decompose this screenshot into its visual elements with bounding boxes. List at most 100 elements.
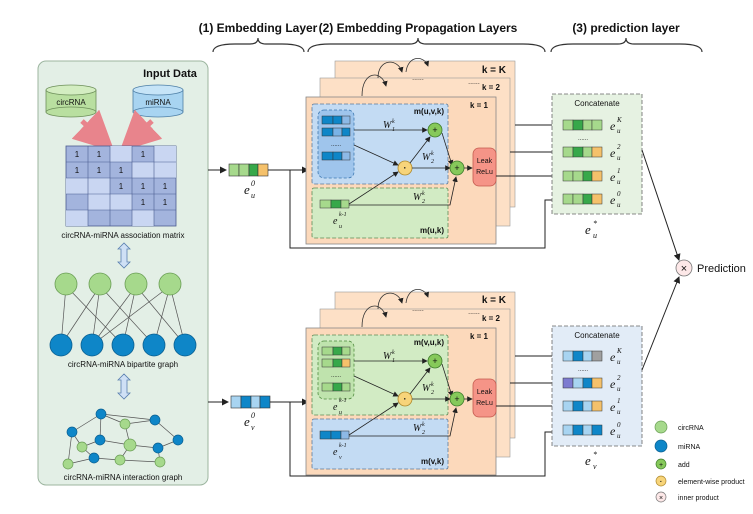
svg-text:......: ...... [468,309,480,316]
svg-text:k: k [431,151,434,157]
svg-text:1: 1 [617,167,621,175]
matrix-cell: 1 [141,182,146,191]
top-propagation-stack: k = K ...... k = 2 k = 1 ...... m(u,v,k)… [305,58,516,245]
svg-text:W: W [383,120,393,131]
mirna-database-icon [132,84,184,118]
svg-text:u: u [339,224,342,230]
header-propagation: (2) Embedding Propagation Layers [319,21,518,35]
svg-text:e: e [244,182,250,197]
embedding-eu0: e u 0 [228,163,269,200]
section-headers: (1) Embedding Layer (2) Embedding Propag… [199,21,703,53]
product-icon [655,475,667,487]
matrix-cell: 1 [163,182,168,191]
svg-text:e: e [610,424,616,438]
svg-text:circRNA: circRNA [678,425,704,432]
svg-text:u: u [617,385,621,393]
add-icon [655,458,667,470]
svg-text:+: + [454,163,459,173]
svg-text:e: e [333,447,338,458]
svg-text:Concatenate: Concatenate [574,331,620,340]
legend: circRNA miRNA + add · element-wise produ… [654,420,745,503]
svg-text:*: * [593,450,597,459]
svg-text:miRNA: miRNA [678,444,700,451]
svg-text:v: v [593,462,597,471]
matrix-cell: 1 [163,198,168,207]
svg-text:e: e [610,350,616,364]
svg-text:0: 0 [617,421,621,429]
svg-text:......: ...... [578,136,588,142]
bottom-k-K: k = K [482,295,507,306]
input-data-panel: Input Data circRNA miRNA [37,60,209,486]
svg-text:K: K [616,116,622,124]
svg-text:·: · [404,163,407,173]
svg-text:k-1: k-1 [339,398,347,404]
matrix-caption: circRNA-miRNA association matrix [61,231,184,240]
svg-text:e: e [244,414,250,429]
svg-text:e: e [610,119,616,133]
svg-text:e: e [610,146,616,160]
svg-text:k: k [422,191,425,197]
svg-text:k: k [422,422,425,428]
svg-text:u: u [617,127,621,135]
svg-text:u: u [617,154,621,162]
header-embedding: (1) Embedding Layer [199,21,318,35]
prediction-node: × Prediction [641,149,746,371]
bottom-k-1: k = 1 [470,332,489,341]
svg-text:e: e [333,402,338,413]
brace-prediction [550,37,703,53]
interaction-graph [62,408,184,470]
double-arrow-icon [117,373,131,400]
svg-text:e: e [610,400,616,414]
top-k-K: k = K [482,65,507,76]
skip-connection-ev0 [289,402,561,477]
matrix-cell: 1 [141,150,146,159]
svg-text:e: e [610,170,616,184]
association-matrix: 1 1 1 1 1 1 1 1 1 1 1 [65,145,177,227]
svg-text:k-1: k-1 [339,212,347,218]
svg-text:e: e [610,193,616,207]
svg-text:×: × [659,495,663,502]
embedding-ev0: e v 0 [230,395,271,432]
svg-text:·: · [404,394,407,404]
svg-text:......: ...... [331,142,341,148]
inner-product-icon [655,491,667,503]
svg-text:2: 2 [431,159,434,165]
circrna-db-label: circRNA [56,98,86,107]
svg-text:Leak: Leak [477,158,493,165]
double-arrow-icon [117,242,131,269]
brace-propagation [307,37,546,53]
svg-text:element-wise product: element-wise product [678,479,745,486]
svg-text:K: K [616,347,622,355]
neighbor-group [317,109,355,179]
matrix-cell: 1 [75,166,80,175]
svg-text:W: W [422,383,432,394]
svg-text:......: ...... [578,367,588,373]
svg-text:v: v [251,423,255,432]
svg-text:e: e [585,453,591,468]
svg-text:e: e [610,377,616,391]
svg-text:u: u [617,178,621,186]
top-k-1: k = 1 [470,101,489,110]
svg-text:e: e [333,216,338,227]
svg-text:e: e [585,222,591,237]
interaction-caption: circRNA-miRNA interaction graph [64,473,183,482]
header-prediction: (3) prediction layer [572,21,680,35]
svg-text:m(v,k): m(v,k) [421,457,444,466]
svg-text:k: k [392,119,395,125]
matrix-cell: 1 [97,166,102,175]
input-title: Input Data [143,68,198,80]
svg-text:+: + [659,462,663,469]
svg-text:2: 2 [617,374,621,382]
svg-text:v: v [339,455,342,461]
matrix-cell: 1 [119,166,124,175]
svg-text:·: · [660,479,662,486]
circrna-node-icon [654,420,668,434]
svg-text:u: u [593,231,597,240]
circrna-database-icon [45,84,97,118]
svg-text:+: + [454,394,459,404]
svg-text:*: * [593,219,597,228]
skip-connection-eu0 [289,170,561,249]
